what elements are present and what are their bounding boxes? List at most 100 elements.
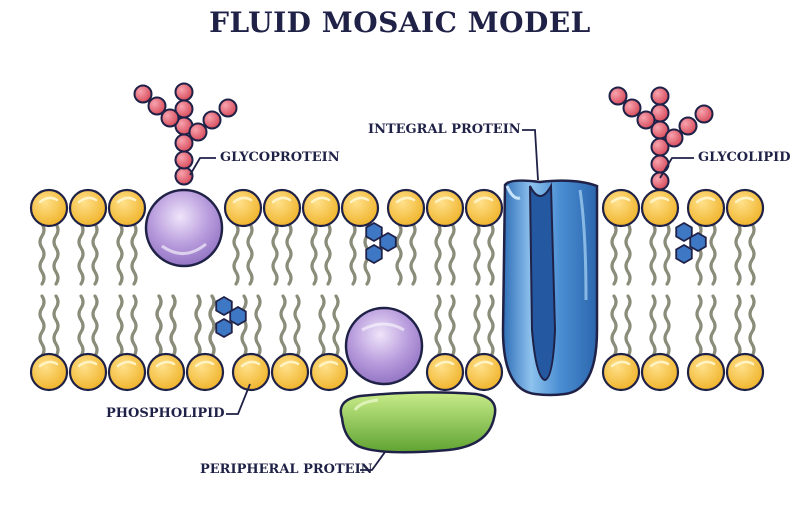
phospholipid-head [686, 352, 726, 392]
lipid-tail [324, 222, 332, 286]
sugar-bead [174, 133, 194, 153]
head-highlight [349, 196, 370, 204]
lipid-tail [169, 294, 177, 358]
lipid-tail [448, 294, 456, 358]
lipid-tail [254, 294, 262, 358]
head-highlight [734, 360, 755, 368]
lipid-tail [130, 294, 138, 358]
lipid-tail [246, 222, 254, 286]
head-highlight [38, 196, 59, 204]
lipid-tail [155, 294, 163, 358]
lipid-tail [663, 222, 671, 286]
lipid-tail [610, 294, 618, 358]
lipid-tail [194, 294, 202, 358]
phospholipid-head [270, 352, 310, 392]
phospholipid-head [309, 352, 349, 392]
sugar-bead [147, 96, 167, 116]
head-highlight [649, 196, 670, 204]
label-phospholipid: PHOSPHOLIPID [106, 406, 225, 421]
phospholipid-head [386, 188, 426, 228]
label-glycoprotein: GLYCOPROTEIN [220, 150, 340, 165]
cholesterol-ring [675, 243, 693, 265]
lipid-tail [695, 294, 703, 358]
lipid-tail [663, 294, 671, 358]
head-highlight [77, 196, 98, 204]
lipid-tail [116, 294, 124, 358]
cholesterol-ring [215, 317, 233, 339]
lipid-tail [293, 294, 301, 358]
head-highlight [649, 360, 670, 368]
cholesterol-ring [379, 231, 397, 253]
lipid-tail [487, 222, 495, 286]
glycolipid-sugar-chain [608, 86, 714, 191]
head-highlight [271, 196, 292, 204]
lipid-tail [91, 294, 99, 358]
lipid-tail [279, 294, 287, 358]
sugar-bead [188, 122, 208, 142]
lipid-tail [734, 294, 742, 358]
peripheral-protein [339, 391, 497, 454]
head-highlight [695, 360, 716, 368]
sugar-bead [650, 154, 670, 174]
sugar-bead [160, 108, 180, 128]
phospholipid-head [601, 188, 641, 228]
glycoprotein [144, 188, 224, 268]
lipid-tails [38, 222, 756, 358]
lipid-tail [473, 294, 481, 358]
phospholipid-head [340, 188, 380, 228]
head-highlight [116, 360, 137, 368]
sugar-bead [133, 84, 153, 104]
lipid-tail [473, 222, 481, 286]
label-glycolipid: GLYCOLIPID [698, 150, 791, 165]
phospholipid-heads [29, 188, 765, 392]
sugar-bead [650, 86, 670, 106]
sugar-bead [622, 98, 642, 118]
phospholipid-head [68, 352, 108, 392]
head-highlight [194, 360, 215, 368]
phospholipid-head [107, 188, 147, 228]
head-highlight [610, 360, 631, 368]
lipid-tail [487, 294, 495, 358]
lipid-tail [52, 294, 60, 358]
phospholipid-head [107, 352, 147, 392]
lipid-tail [240, 294, 248, 358]
phospholipid-head [725, 352, 765, 392]
lipid-tail [77, 294, 85, 358]
lipid-tail [318, 294, 326, 358]
lipid-tail [232, 222, 240, 286]
sugar-bead [174, 150, 194, 170]
phospholipid-head [464, 352, 504, 392]
sugar-bead [650, 171, 670, 191]
lipid-tail [271, 222, 279, 286]
phospholipid-head [185, 352, 225, 392]
phospholipid-head [425, 188, 465, 228]
peripheral-globular-protein [344, 306, 424, 386]
glycoprotein-sugar-chain [133, 82, 238, 186]
phospholipid-head [262, 188, 302, 228]
cholesterol-ring [689, 231, 707, 253]
phospholipid-head [686, 188, 726, 228]
cholesterol-ring [229, 305, 247, 327]
lipid-tail [709, 294, 717, 358]
lipid-tail [208, 294, 216, 358]
lipid-tail [409, 222, 417, 286]
phospholipid-head [301, 188, 341, 228]
sugar-bead [608, 86, 628, 106]
head-highlight [38, 360, 59, 368]
lipid-tail [310, 222, 318, 286]
cholesterol-molecules [215, 221, 707, 339]
head-highlight [77, 360, 98, 368]
lipid-tail [130, 222, 138, 286]
lipid-tail [734, 222, 742, 286]
lipid-tail [395, 222, 403, 286]
head-highlight [473, 360, 494, 368]
head-highlight [695, 196, 716, 204]
head-highlight [116, 196, 137, 204]
head-highlight [734, 196, 755, 204]
cholesterol-ring [365, 243, 383, 265]
integral-protein [501, 179, 599, 397]
lipid-tail [610, 222, 618, 286]
lipid-tail [38, 294, 46, 358]
phospholipid-head [640, 188, 680, 228]
